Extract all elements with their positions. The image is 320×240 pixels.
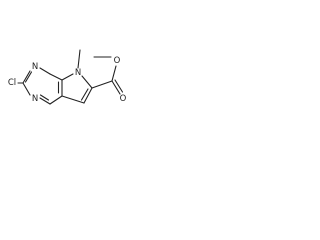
bond-n3-c4-inner [39,94,50,101]
structure-canvas: Cl N N N O O [0,0,152,152]
bond-c6-c5-inner [80,88,89,101]
bond-carbonyl-o-double [111,80,121,95]
bond-n1-c7a [39,67,51,75]
bond-c6-c5 [83,87,93,104]
ester-group [91,56,124,95]
bond-c2-n1-inner [24,71,33,83]
bond-c2-n3 [22,82,31,96]
atom-label-n3: N [32,94,38,104]
atom-label-n7: N [75,68,81,78]
bond-n3-c4 [39,97,51,105]
atom-label-cl: Cl [8,78,16,88]
bond-carbonyl-o-double-inner [114,79,124,93]
pyrimidine-ring [22,67,63,105]
atom-label-n1: N [32,62,38,72]
atom-label-o-single: O [114,56,121,66]
atom-label-o-double: O [120,94,127,104]
bond-c2-n1 [22,70,31,84]
bond-c7a-c [49,73,63,81]
bond-c5-c4a [61,95,85,104]
bond-carbonyl-o-single [111,65,117,82]
bond-n7-methyl [77,49,81,69]
bond-n7-c6 [81,75,93,89]
chemical-structure-diagram: Cl N N N O O [8,49,127,105]
pyrrole-ring [61,73,93,104]
bond-c4-c4a [49,95,63,105]
bond-c6-carbonyl [91,80,113,89]
bond-c7a-n7 [61,73,74,81]
